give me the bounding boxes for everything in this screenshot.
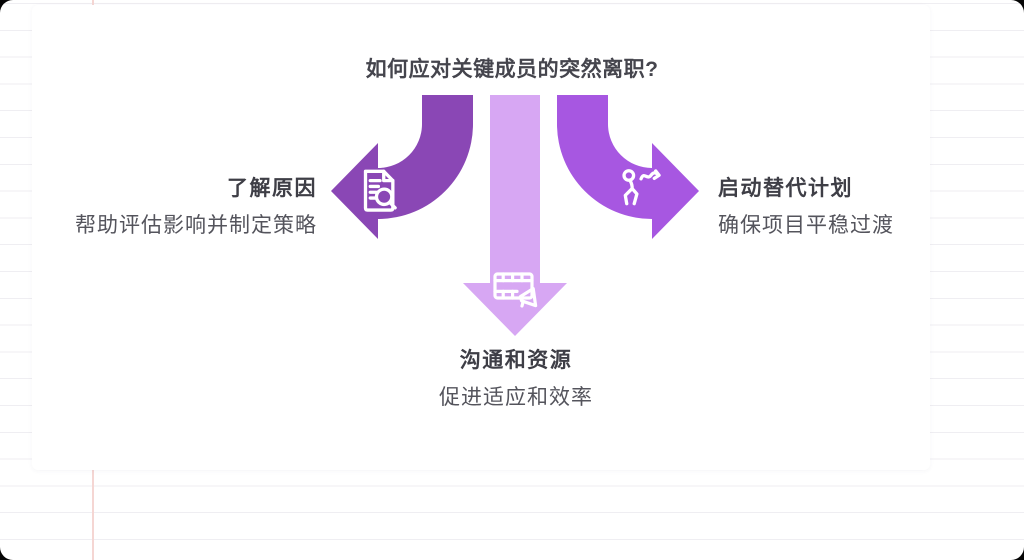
three-way-arrow-graphic [331, 95, 699, 336]
right-arrow-shape [557, 95, 699, 239]
page-title: 如何应对关键成员的突然离职? [365, 58, 659, 81]
down-branch-title: 沟通和资源 [459, 349, 573, 372]
left-branch-label: 了解原因 帮助评估影响并制定策略 [75, 176, 317, 239]
down-branch-description: 促进适应和效率 [439, 386, 593, 409]
left-arrow-shape [331, 95, 473, 239]
right-branch-title: 启动替代计划 [718, 177, 853, 200]
right-branch-description: 确保项目平稳过渡 [718, 214, 894, 237]
right-branch-label: 启动替代计划 确保项目平稳过渡 [718, 176, 894, 239]
left-branch-title: 了解原因 [227, 177, 317, 200]
content-card [32, 5, 930, 470]
down-arrow-shape [463, 95, 567, 336]
left-branch-description: 帮助评估影响并制定策略 [75, 214, 317, 237]
down-branch-label: 沟通和资源 促进适应和效率 [439, 348, 593, 411]
